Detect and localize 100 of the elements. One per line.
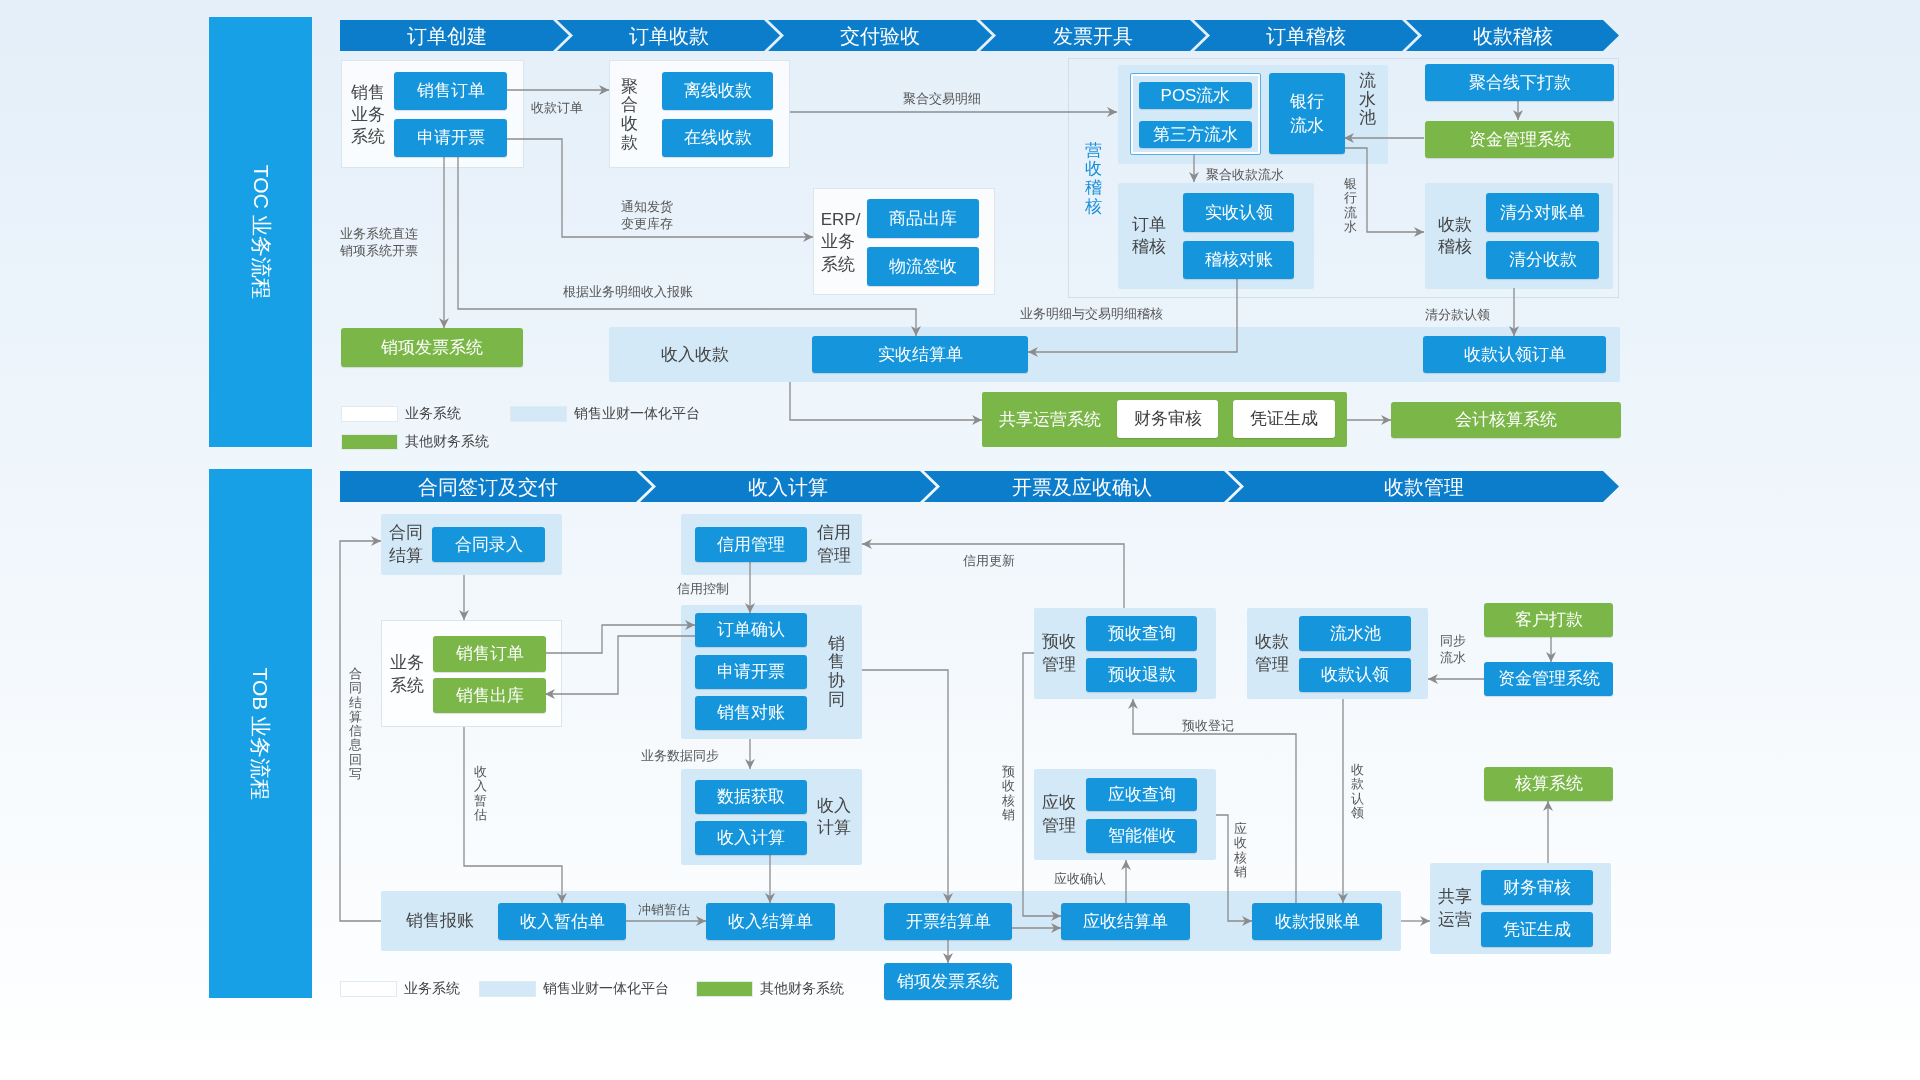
arrow: [943, 939, 953, 964]
process-box: 收款认领订单: [1423, 336, 1606, 373]
group-label: 销售协同: [827, 634, 845, 710]
group-frame: [1130, 73, 1261, 155]
process-box: 客户打款: [1484, 603, 1613, 637]
process-box: 申请开票: [695, 655, 807, 689]
process-box: 收入暂估单: [498, 903, 626, 940]
group-panel: [1247, 608, 1428, 699]
arrow: [1022, 652, 1062, 921]
arrow: [789, 107, 1118, 117]
edge-label: 清分款认领: [1425, 306, 1490, 324]
phase-banner: 发票开具: [980, 20, 1206, 51]
edge-label: 信用更新: [963, 552, 1015, 570]
arrow: [1509, 287, 1519, 337]
process-box: 预收查询: [1086, 616, 1197, 651]
edge-label: 同步流水: [1440, 633, 1467, 667]
process-box: 订单确认: [695, 613, 807, 647]
edge-label: 聚合交易明细: [903, 90, 981, 108]
process-box: 收款报账单: [1252, 903, 1382, 940]
legend-label: 其他财务系统: [405, 432, 489, 451]
arrow: [1338, 698, 1348, 904]
process-box: 离线收款: [662, 72, 773, 110]
group-panel: [1425, 183, 1613, 289]
process-box: 银行流水: [1269, 73, 1345, 154]
group-label: 信用管理: [817, 522, 853, 567]
process-box: 实收认领: [1183, 193, 1294, 232]
process-box: 销售订单: [394, 72, 507, 110]
arrow: [544, 620, 696, 654]
arrow: [339, 536, 382, 922]
group-label: 合同结算: [388, 522, 424, 567]
group-panel: [982, 392, 1347, 447]
arrow: [1011, 923, 1062, 933]
group-label: 预收管理: [1042, 631, 1078, 676]
group-label: ERP/业务系统: [820, 209, 862, 276]
process-box: 实收结算单: [812, 336, 1028, 373]
process-box: POS流水: [1139, 82, 1252, 109]
process-box: 清分收款: [1486, 241, 1599, 279]
legend-label: 业务系统: [404, 979, 460, 998]
process-box: 应收结算单: [1061, 903, 1190, 940]
arrow: [1546, 636, 1556, 663]
process-box: 财务审核: [1117, 400, 1218, 438]
phase-banner: 订单创建: [340, 20, 569, 51]
group-label: 销售业务系统: [351, 81, 387, 149]
group-label: 聚合收款: [620, 77, 638, 153]
arrow: [789, 381, 983, 425]
arrow: [1343, 147, 1425, 237]
group-label: 应收管理: [1042, 792, 1078, 837]
edge-label: 业务明细与交易明细稽核: [1020, 305, 1163, 323]
edge-label: 业务数据同步: [641, 747, 719, 765]
arrow: [1427, 674, 1485, 684]
phase-banner: 订单收款: [557, 20, 780, 51]
group-panel: [813, 188, 995, 295]
process-box: 在线收款: [662, 119, 773, 157]
group-label: 订单稽核: [1132, 213, 1168, 258]
group-label: 销售报账: [405, 910, 474, 933]
phase-banner: 交付验收: [768, 20, 992, 51]
arrow: [765, 854, 775, 904]
group-panel: [681, 769, 862, 865]
group-frame: [1068, 58, 1619, 298]
legend-label: 业务系统: [405, 404, 461, 423]
process-box: 会计核算系统: [1391, 402, 1621, 438]
process-box: 流水池: [1299, 616, 1411, 651]
group-panel: [681, 514, 862, 575]
process-box: 预收退款: [1086, 658, 1197, 692]
phase-banner: 收款管理: [1228, 471, 1619, 502]
arrow: [1343, 133, 1425, 143]
process-box: 数据获取: [695, 780, 807, 814]
edge-label: 应收核销: [1234, 822, 1247, 880]
phase-banner: 开票及应收确认: [924, 471, 1240, 502]
edge-label: 预收核销: [1002, 765, 1015, 823]
edge-label: 根据业务明细收入报账: [563, 283, 693, 301]
edge-label: 预收登记: [1182, 717, 1234, 735]
process-box: 稽核对账: [1183, 241, 1294, 279]
arrow: [745, 738, 755, 770]
process-box: 销项发票系统: [341, 328, 523, 367]
process-box: 信用管理: [695, 527, 807, 562]
section-band: [209, 469, 312, 998]
process-box: 核算系统: [1484, 767, 1613, 801]
process-box: 物流签收: [867, 247, 979, 286]
group-panel: [1118, 65, 1388, 164]
group-panel: [1118, 183, 1314, 289]
arrow: [1189, 153, 1199, 183]
phase-banner: 订单稽核: [1194, 20, 1418, 51]
process-box: 财务审核: [1481, 870, 1593, 905]
edge-label: 银行流水: [1344, 177, 1357, 235]
edge-label: 收入暂估: [474, 765, 487, 823]
section-label: TOB 业务流程: [248, 667, 274, 800]
edge-label: 应收确认: [1054, 870, 1106, 888]
group-panel: [609, 327, 1620, 382]
section-label: TOC 业务流程: [248, 165, 274, 299]
legend-label: 其他财务系统: [760, 979, 844, 998]
edge-label: 聚合收款流水: [1206, 166, 1284, 184]
group-panel: [1430, 863, 1611, 954]
arrow: [1543, 800, 1553, 864]
group-panel: [609, 60, 790, 168]
edge-label: 合同结算信息回写: [349, 667, 362, 782]
section-band: [209, 17, 312, 447]
edge-label: 信用控制: [677, 580, 729, 598]
arrow: [439, 155, 449, 329]
group-panel: [381, 620, 562, 727]
